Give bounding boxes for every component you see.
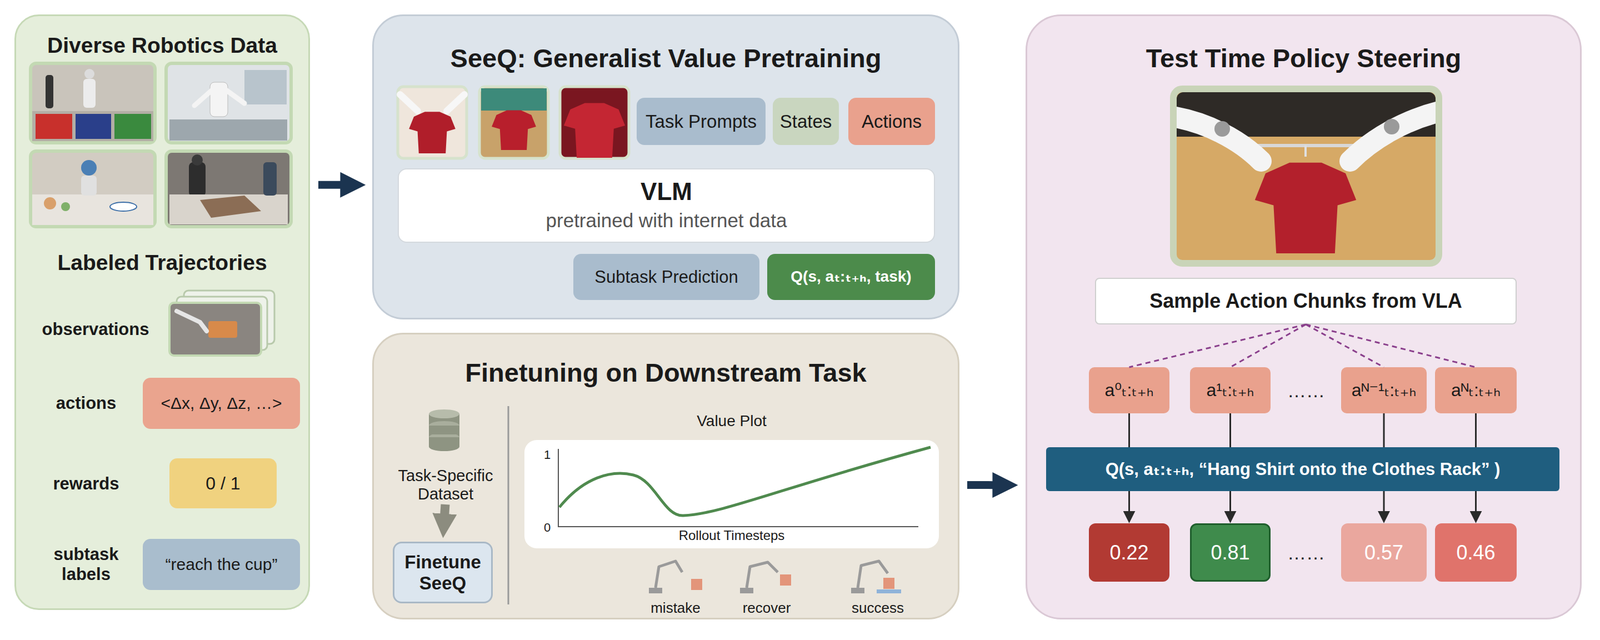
model-box: VLMpretrained with internet data — [397, 168, 935, 243]
output-tag: Subtask Prediction — [573, 253, 760, 300]
action-chunk: aᴺₜ:ₜ₊ₕ — [1435, 367, 1517, 414]
panel-title: Finetuning on Downstream Task — [373, 357, 958, 388]
box-text: Sample Action Chunks from VLA — [1149, 289, 1463, 313]
outcome-label: mistake — [650, 600, 701, 617]
box-text: aᴺ⁻¹ₜ:ₜ₊ₕ — [1351, 380, 1417, 401]
data-panel: Diverse Robotics DataLabeled Trajectorie… — [14, 14, 310, 610]
sampler-box: Sample Action Chunks from VLA — [1095, 277, 1517, 325]
box-text: 0.22 — [1109, 541, 1149, 564]
flow-arrow — [318, 181, 343, 189]
q-function-bar: Q(s, aₜ:ₜ₊ₕ, “Hang Shirt onto the Clothe… — [1046, 447, 1560, 492]
box-text: 0.81 — [1210, 541, 1250, 564]
reward-tag: 0 / 1 — [169, 458, 277, 509]
value-score: 0.22 — [1088, 523, 1170, 582]
dataset-icon: Task-Specific Dataset — [392, 405, 499, 500]
box-text: Finetune SeeQ — [397, 551, 488, 594]
axis-tick: 1 — [543, 447, 551, 462]
pretrain-panel: SeeQ: Generalist Value PretrainingTask P… — [372, 14, 960, 320]
box-text: a¹ₜ:ₜ₊ₕ — [1206, 380, 1254, 401]
box-text: 0.57 — [1364, 541, 1404, 564]
subtask-tag: “reach the cup” — [142, 538, 300, 590]
value-score: 0.81 — [1190, 523, 1271, 582]
box-text: Q(s, aₜ:ₜ₊ₕ, “Hang Shirt onto the Clothe… — [1105, 459, 1501, 480]
steering-panel: Test Time Policy SteeringSample Action C… — [1025, 14, 1582, 620]
box-text: Q(s, aₜ:ₜ₊ₕ, task) — [790, 267, 912, 286]
action-chunk: a¹ₜ:ₜ₊ₕ — [1190, 367, 1271, 414]
box-text: a⁰ₜ:ₜ₊ₕ — [1104, 380, 1154, 401]
input-tag: Actions — [848, 97, 935, 145]
ellipsis: …… — [1287, 380, 1325, 402]
q-function-tag: Q(s, aₜ:ₜ₊ₕ, task) — [767, 253, 935, 300]
action-chunk: aᴺ⁻¹ₜ:ₜ₊ₕ — [1341, 367, 1427, 414]
axis-title: Rollout Timesteps — [524, 527, 939, 544]
axis-tick: 0 — [543, 520, 551, 535]
plot-title: Value Plot — [524, 412, 939, 430]
outcome-label: success — [851, 600, 904, 617]
field-label: actions — [56, 393, 117, 414]
box-text: <Δx, Δy, Δz, …> — [161, 393, 283, 414]
box-text: Actions — [861, 111, 922, 133]
finetune-box: Finetune SeeQ — [392, 541, 493, 604]
value-score: 0.46 — [1435, 523, 1517, 582]
flow-arrow — [967, 481, 995, 489]
box-text: aᴺₜ:ₜ₊ₕ — [1451, 380, 1501, 401]
ellipsis: …… — [1287, 542, 1325, 564]
model-name: VLM — [398, 177, 934, 207]
input-tag: Task Prompts — [636, 97, 766, 145]
box-text: Task Prompts — [645, 111, 757, 133]
finetune-panel: Finetuning on Downstream TaskTask-Specif… — [372, 332, 960, 620]
box-text: Subtask Prediction — [594, 267, 738, 288]
box-text: 0 / 1 — [205, 473, 240, 494]
box-text: 0.46 — [1456, 541, 1495, 564]
panel-title: Test Time Policy Steering — [1027, 43, 1580, 74]
action-tag: <Δx, Δy, Δz, …> — [142, 377, 300, 429]
action-chunk: a⁰ₜ:ₜ₊ₕ — [1088, 367, 1170, 414]
model-note: pretrained with internet data — [398, 209, 934, 232]
field-label: subtask labels — [38, 544, 134, 584]
box-text: “reach the cup” — [165, 555, 278, 575]
dataset-label: Task-Specific Dataset — [392, 466, 499, 504]
panel-title: Diverse Robotics Data — [16, 33, 309, 59]
field-label: rewards — [53, 473, 120, 494]
value-plot: Value PlotRollout Timesteps — [524, 440, 939, 549]
input-tag: States — [772, 97, 839, 145]
section-title: Labeled Trajectories — [16, 250, 309, 276]
value-score: 0.57 — [1341, 523, 1427, 582]
outcome-label: recover — [742, 600, 792, 617]
panel-title: SeeQ: Generalist Value Pretraining — [373, 43, 958, 74]
box-text: States — [780, 111, 833, 133]
field-label: observations — [42, 319, 150, 340]
